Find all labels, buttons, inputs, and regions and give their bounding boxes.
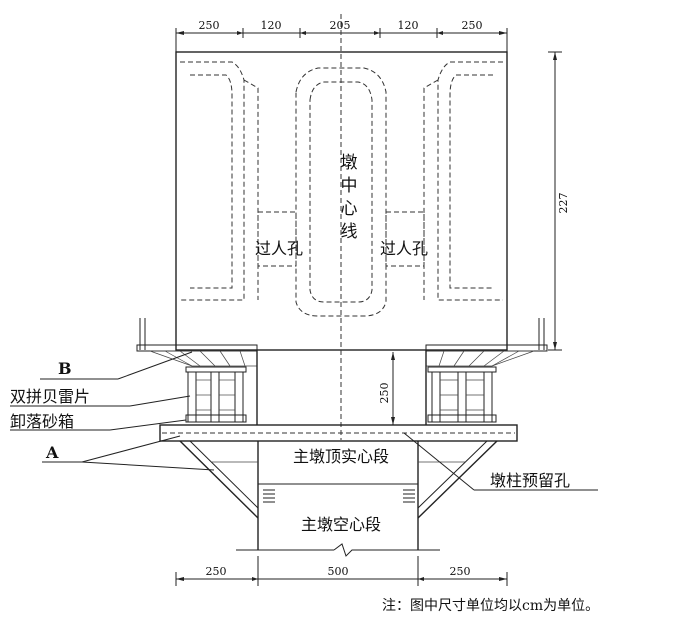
step-marks-left (263, 489, 275, 503)
step-marks-right (403, 489, 415, 503)
manhole-left-label: 过人孔 (255, 239, 303, 258)
lower-pier-shaft (236, 441, 440, 557)
dim-top-5: 250 (462, 19, 483, 32)
dim-bottom-2: 500 (328, 565, 349, 578)
manhole-right-label: 过人孔 (380, 239, 428, 258)
unit-note: 注：图中尺寸单位均以cm为单位。 (382, 598, 599, 614)
transfer-beam (159, 424, 518, 442)
dim-right-height: 227 (557, 193, 570, 214)
bailey-columns-right (427, 366, 497, 423)
label-reserved-hole: 墩柱预留孔 (490, 471, 570, 490)
leader-sandbox (109, 419, 187, 431)
label-sandbox: 卸落砂箱 (10, 412, 74, 431)
dim-bottom-1: 250 (206, 565, 227, 578)
dim-top-3: 205 (330, 19, 351, 32)
manhole-right-outline (385, 211, 425, 267)
leader-reserved-hole (403, 432, 475, 491)
dim-top-4: 120 (398, 19, 419, 32)
diagonal-bracket-left (179, 440, 259, 519)
dim-middle-height: 250 (378, 383, 391, 404)
label-bailey: 双拼贝雷片 (10, 387, 90, 406)
chamber-outline-right (423, 61, 503, 301)
manhole-left-outline (257, 211, 297, 267)
centerline-char-2: 中 (341, 176, 358, 196)
centerline-char-3: 心 (341, 199, 358, 219)
label-b: B (58, 359, 72, 378)
chamber-outline-left (180, 61, 259, 301)
leader-bailey (129, 395, 191, 407)
bracket-platform-left (136, 318, 258, 367)
bailey-columns-left (185, 366, 247, 423)
hollow-section-label: 主墩空心段 (301, 515, 381, 534)
chamber-outline-center (295, 67, 387, 317)
bottom-dimension-line (175, 556, 508, 586)
middle-dimension-line (391, 352, 395, 425)
leader-a-2 (81, 461, 215, 471)
centerline-char-4: 线 (341, 222, 358, 242)
leader-b (117, 351, 193, 380)
diagonal-bracket-right (417, 440, 498, 519)
dim-top-2: 120 (261, 19, 282, 32)
right-dimension-line (548, 51, 562, 351)
leader-a-1 (81, 435, 181, 463)
centerline-char-1: 墩 (341, 153, 358, 173)
solid-section-label: 主墩顶实心段 (293, 447, 389, 466)
dim-bottom-3: 250 (450, 565, 471, 578)
bracket-platform-right (425, 318, 548, 367)
dim-top-1: 250 (199, 19, 220, 32)
label-a: A (45, 443, 59, 462)
